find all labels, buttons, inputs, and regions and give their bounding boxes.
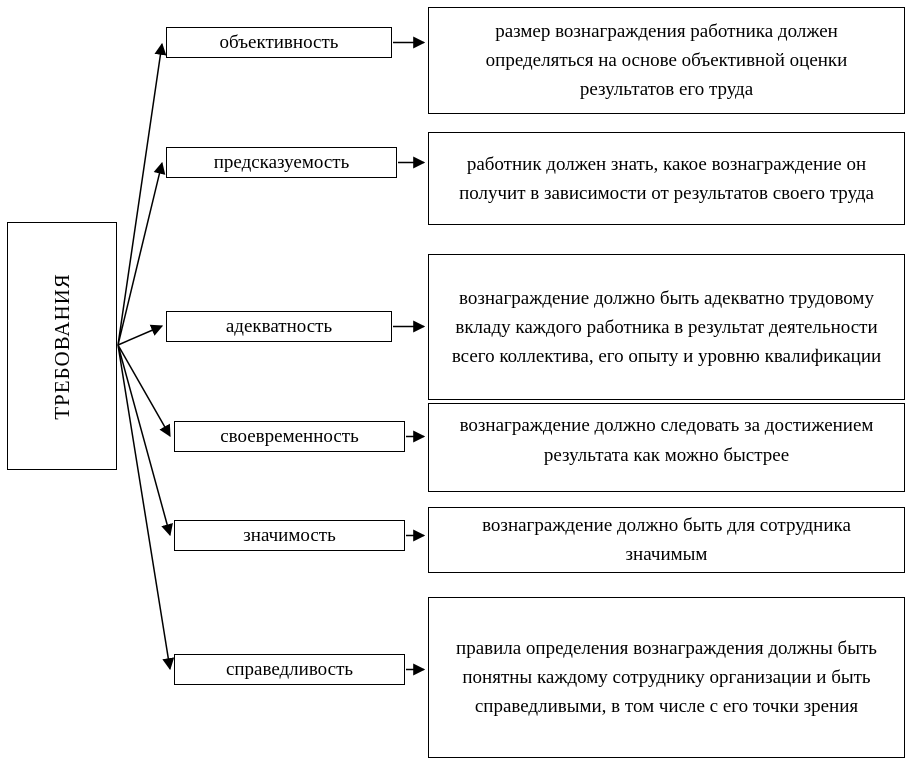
arrow-root-to-label-6 <box>117 344 175 671</box>
root-node-requirements: ТРЕБОВАНИЯ <box>7 222 117 470</box>
description-adequacy: вознаграждение должно быть адекватно тру… <box>428 254 905 400</box>
description-adequacy-text: вознаграждение должно быть адекватно тру… <box>451 287 882 367</box>
node-objectivity-label: объективность <box>219 31 339 53</box>
description-significance-text: вознаграждение должно быть для сотрудник… <box>482 515 851 565</box>
description-predictability-text: работник должен знать, какое вознагражде… <box>459 153 874 204</box>
arrow-root-to-label-5 <box>117 344 173 537</box>
node-predictability: предсказуемость <box>166 147 397 178</box>
description-significance: вознаграждение должно быть для сотрудник… <box>428 507 905 573</box>
node-predictability-label: предсказуемость <box>213 151 350 173</box>
description-objectivity: размер вознаграждения работника должен о… <box>428 7 905 114</box>
node-objectivity: объективность <box>166 27 392 58</box>
root-node-label: ТРЕБОВАНИЯ <box>49 272 74 420</box>
description-fairness: правила определения вознаграждения должн… <box>428 597 905 758</box>
arrow-root-to-label-2 <box>117 161 166 346</box>
node-fairness-label: справедливость <box>225 658 354 680</box>
arrow-root-to-label-4 <box>117 344 171 438</box>
arrow-root-to-label-3 <box>117 324 164 346</box>
node-timeliness: своевременность <box>174 421 405 452</box>
node-significance: значимость <box>174 520 405 551</box>
node-significance-label: значимость <box>243 524 336 546</box>
node-timeliness-label: своевременность <box>220 425 359 447</box>
arrow-root-to-label-1 <box>117 42 167 346</box>
node-adequacy: адекватность <box>166 311 392 342</box>
node-adequacy-label: адекватность <box>225 315 333 337</box>
description-objectivity-text: размер вознаграждения работника должен о… <box>485 21 848 100</box>
node-fairness: справедливость <box>174 654 405 685</box>
description-timeliness: вознаграждение должно следовать за дости… <box>428 403 905 492</box>
description-timeliness-text: вознаграждение должно следовать за дости… <box>459 415 874 466</box>
description-fairness-text: правила определения вознаграждения должн… <box>456 638 877 717</box>
description-predictability: работник должен знать, какое вознагражде… <box>428 132 905 225</box>
